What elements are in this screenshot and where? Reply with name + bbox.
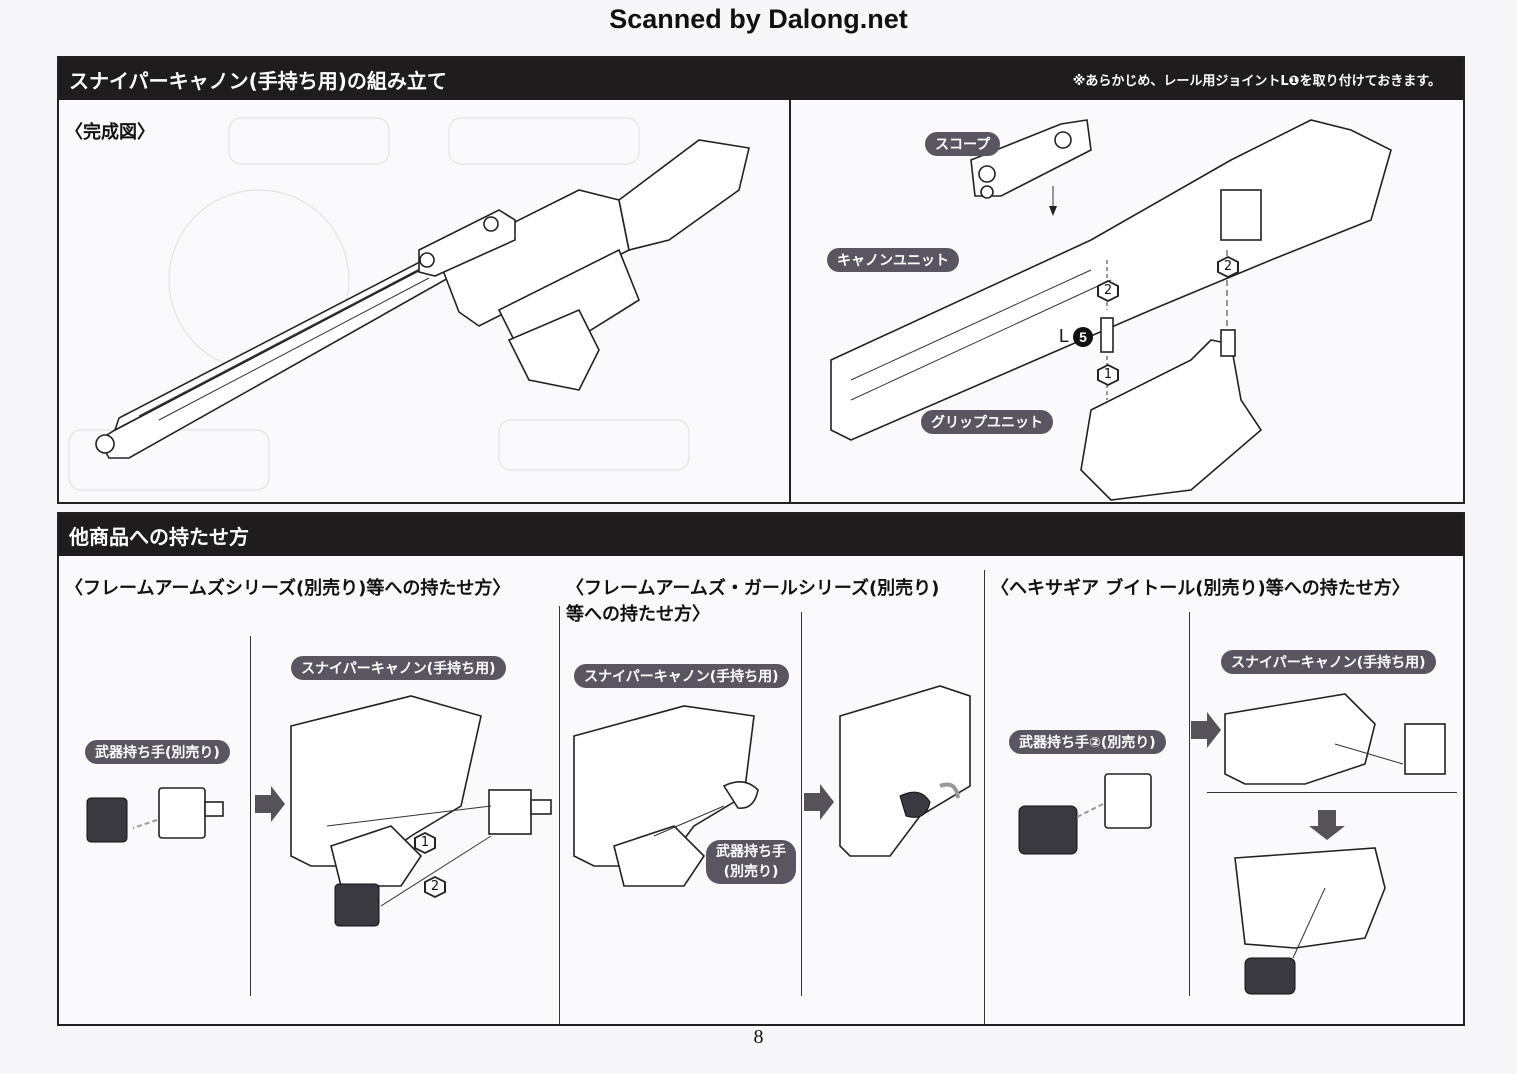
scope-label: スコープ xyxy=(925,132,1001,156)
step-2-badge: 2 xyxy=(1097,280,1119,302)
step-2-badge: 2 xyxy=(424,876,446,898)
completed-view-panel: 〈完成図〉 xyxy=(59,100,789,502)
girl-attachment-before-illustration xyxy=(573,705,759,887)
hand-part-illustration xyxy=(86,787,224,843)
scan-watermark: Scanned by Dalong.net xyxy=(609,4,908,34)
weapon-hand-label: 武器持ち手(別売り) xyxy=(85,740,230,764)
frame-arms-girl-heading-line2: 等への持たせ方〉 xyxy=(566,604,710,625)
completed-sniper-cannon-illustration xyxy=(68,117,750,491)
step-1-badge: 1 xyxy=(1097,364,1119,386)
page-number: 8 xyxy=(753,1026,764,1048)
other-products-section: 他商品への持たせ方 〈フレームアームズシリーズ(別売り)等への持たせ方〉 武器持… xyxy=(57,512,1465,1026)
weapon-label: スナイパーキャノン(手持ち用) xyxy=(574,664,789,688)
other-products-title: 他商品への持たせ方 xyxy=(69,524,249,549)
assembly-title: スナイパーキャノン(手持ち用)の組み立て xyxy=(69,68,447,93)
frame-arms-girl-column: 〈フレームアームズ・ガールシリーズ(別売り) 等への持たせ方〉 スナイパーキャノ… xyxy=(560,556,984,1024)
step-1-badge: 1 xyxy=(414,832,436,854)
hand-attachment-illustration xyxy=(290,695,552,927)
assembly-section: スナイパーキャノン(手持ち用)の組み立て ※あらかじめ、レール用ジョイントL❶を… xyxy=(57,56,1465,504)
grip-unit-label: グリップユニット xyxy=(921,410,1053,434)
vtol-attachment-after-illustration xyxy=(1234,847,1386,995)
vtol-attachment-before-illustration xyxy=(1224,693,1446,785)
next-step-arrow-icon xyxy=(1191,712,1221,748)
exploded-assembly-illustration xyxy=(830,119,1392,501)
girl-attachment-after-illustration xyxy=(839,685,971,857)
frame-arms-column: 〈フレームアームズシリーズ(別売り)等への持たせ方〉 武器持ち手(別売り) スナ… xyxy=(59,556,559,1024)
hexa-gear-column: 〈ヘキサギア ブイトール(別売り)等への持たせ方〉 武器持ち手②(別売り) スナ… xyxy=(985,556,1463,1024)
weapon-label: スナイパーキャノン(手持ち用) xyxy=(291,656,506,680)
completed-view-label: 〈完成図〉 xyxy=(65,122,155,143)
weapon-hand-2-label: 武器持ち手②(別売り) xyxy=(1009,730,1166,754)
hexa-gear-heading: 〈ヘキサギア ブイトール(別売り)等への持たせ方〉 xyxy=(991,578,1410,599)
hand-2-part-illustration xyxy=(1018,773,1152,855)
step-2-badge: 2 xyxy=(1217,256,1239,278)
other-products-header: 他商品への持たせ方 xyxy=(59,514,1463,556)
part-number-badge: 5 xyxy=(1073,327,1094,347)
assembly-panel-divider xyxy=(789,100,791,502)
column-divider xyxy=(250,636,251,996)
step-separator xyxy=(1207,792,1457,793)
weapon-label: スナイパーキャノン(手持ち用) xyxy=(1221,650,1436,674)
column-divider xyxy=(801,612,802,996)
weapon-hand-label: 武器持ち手 (別売り) xyxy=(706,840,796,884)
assembly-header: スナイパーキャノン(手持ち用)の組み立て ※あらかじめ、レール用ジョイントL❶を… xyxy=(59,58,1463,100)
frame-arms-heading: 〈フレームアームズシリーズ(別売り)等への持たせ方〉 xyxy=(65,578,511,599)
cannon-unit-label: キャノンユニット xyxy=(827,248,959,272)
next-step-arrow-icon xyxy=(804,784,834,820)
frame-arms-girl-heading-line1: 〈フレームアームズ・ガールシリーズ(別売り) xyxy=(566,578,940,599)
column-divider xyxy=(984,570,985,1024)
down-step-arrow-icon xyxy=(1309,810,1345,840)
column-divider xyxy=(1189,612,1190,996)
column-divider xyxy=(559,606,560,1024)
assembly-note: ※あらかじめ、レール用ジョイントL❶を取り付けておきます。 xyxy=(1072,73,1441,89)
next-step-arrow-icon xyxy=(255,786,285,822)
